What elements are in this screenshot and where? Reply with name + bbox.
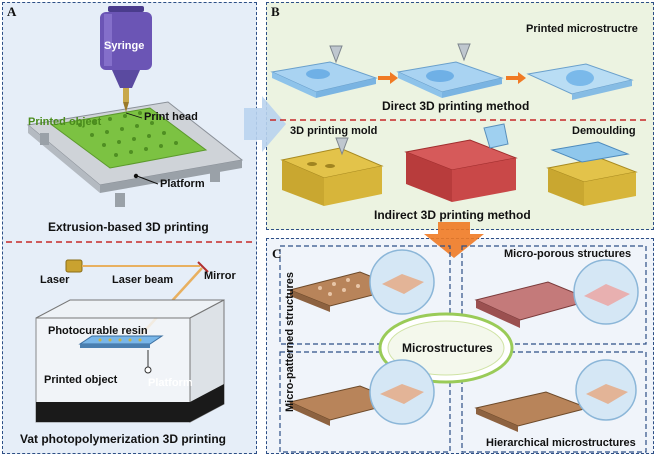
printed-object-2-label: Printed object: [44, 374, 118, 386]
indirect-mold: [280, 147, 384, 206]
syringe: [100, 6, 152, 112]
arrow-b-to-c: [424, 222, 484, 258]
platform-label: Platform: [160, 178, 205, 190]
resin-label: Photocurable resin: [48, 325, 148, 337]
printed-object-grid: [50, 107, 208, 169]
micro-patterned-sheet-1: [288, 249, 435, 315]
sub-frames: [279, 245, 647, 453]
demould-block: [546, 141, 638, 206]
center-label: Microstructures: [402, 341, 493, 355]
resin-vat: [35, 299, 225, 423]
panel-b-letter: B: [271, 4, 280, 19]
indirect-method-label: Indirect 3D printing method: [374, 208, 531, 222]
micro-patterned-sheet-2: [288, 359, 435, 426]
resin-platform: [78, 335, 164, 348]
demoulding-label: Demoulding: [572, 125, 636, 137]
printed-object-label: Printed object: [28, 116, 102, 128]
mirror: [197, 261, 209, 273]
orange-arrow-2: [506, 72, 526, 84]
mirror-label: Mirror: [204, 270, 236, 282]
orange-arrow-1: [378, 72, 398, 84]
panel-c-letter: C: [272, 246, 282, 261]
direct-step-2: [396, 61, 504, 98]
porous-sheet: [474, 259, 639, 328]
hierarchical-label: Hierarchical microstructures: [486, 437, 636, 449]
direct-step-1: [270, 61, 378, 98]
direct-step-3: [526, 63, 634, 100]
direct-method-label: Direct 3D printing method: [382, 99, 530, 113]
platform-2-label: Platform: [148, 377, 193, 389]
printed-microstructure-label: Printed microstructre: [526, 23, 638, 35]
micro-patterned-label: Micro-patterned structures: [283, 272, 296, 412]
pouring-cup: [483, 123, 509, 149]
micro-porous-label: Micro-porous structures: [504, 248, 632, 260]
laser-label: Laser: [40, 274, 70, 286]
syringe-label: Syringe: [104, 40, 145, 52]
laser-device: [65, 259, 83, 273]
printing-mold-label: 3D printing mold: [290, 125, 378, 137]
vat-caption: Vat photopolymerization 3D printing: [20, 432, 227, 446]
print-head-label: Print head: [144, 111, 198, 123]
hierarchical-sheet: [474, 359, 637, 432]
laser-beam-label: Laser beam: [112, 274, 174, 286]
indirect-red-block: [404, 139, 518, 202]
panel-a-letter: A: [7, 4, 17, 19]
extrusion-caption: Extrusion-based 3D printing: [48, 220, 209, 234]
arrow-a-to-b: [244, 96, 286, 152]
